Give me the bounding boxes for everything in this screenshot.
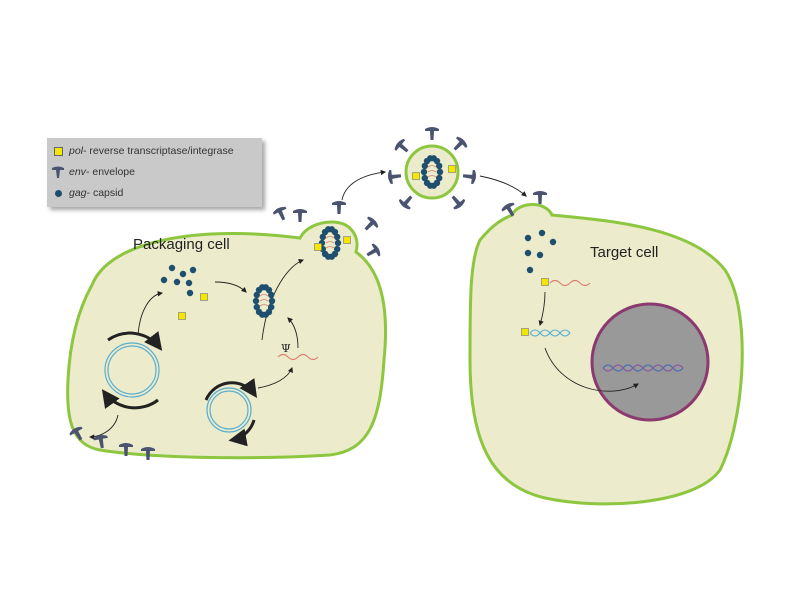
env-spike-icon — [52, 166, 64, 178]
env-spike-icon — [293, 209, 307, 222]
gag-capsid-icon — [526, 266, 534, 274]
pol-square-icon — [53, 146, 63, 156]
gag-dot-icon — [54, 189, 62, 197]
gag-capsid-icon — [436, 168, 444, 176]
gag-capsid-icon — [423, 179, 431, 187]
pol-square-icon — [448, 165, 456, 173]
env-spike-icon — [119, 443, 133, 456]
plasmid-2 — [204, 378, 258, 447]
env-spike-icon — [387, 169, 402, 185]
pol-square-icon — [521, 328, 529, 336]
env-spike-icon — [93, 434, 108, 449]
gag-capsid-icon — [321, 250, 329, 258]
legend-term: gag — [69, 187, 87, 199]
env-spike-icon — [364, 216, 379, 231]
pol-square-icon — [343, 236, 351, 244]
capsid-rna — [325, 236, 335, 239]
legend-desc: - envelope — [85, 166, 135, 178]
gag-capsid-icon — [173, 278, 181, 286]
legend-desc: - capsid — [86, 187, 124, 199]
env-spike-icon — [272, 206, 287, 221]
env-spike-icon — [451, 195, 466, 210]
env-spike-icon — [462, 169, 477, 185]
capsid-rna — [259, 294, 269, 297]
gag-capsid-icon — [334, 245, 341, 253]
target-cell-label: Target cell — [590, 244, 659, 261]
gag-capsid-icon — [334, 233, 341, 241]
gag-capsid-icon — [331, 228, 339, 236]
env-spike-icon — [366, 243, 381, 257]
capsid-rna — [427, 165, 437, 168]
target-rna — [549, 279, 591, 287]
legend-item-gag: gag - capsid — [47, 183, 123, 203]
legend: pol - reverse transcriptase/integrase en… — [47, 138, 262, 207]
gag-capsid-icon — [524, 249, 532, 257]
gag-capsid-icon — [185, 279, 193, 287]
gag-capsid-icon — [252, 297, 260, 305]
env-spike-icon — [453, 136, 468, 151]
process-arrows — [88, 169, 639, 440]
gag-capsid-icon — [268, 291, 275, 299]
nucleus — [590, 302, 710, 422]
gag-capsid-icon — [538, 229, 546, 237]
gag-capsid-icon — [255, 308, 263, 316]
packaging-cell-label: Packaging cell — [133, 236, 230, 253]
gag-capsid-icon — [268, 297, 276, 305]
capsid-rna — [259, 299, 269, 302]
gag-capsid-icon — [433, 157, 441, 165]
env-spike-icon — [141, 447, 155, 460]
gag-capsid-icon — [168, 264, 176, 272]
gag-capsid-icon — [549, 238, 557, 246]
gag-capsid-icon — [420, 168, 428, 176]
gag-capsid-icon — [536, 251, 544, 259]
env-spike-icon — [501, 202, 515, 217]
env-spike-icon — [425, 127, 439, 140]
pol-square-icon — [412, 172, 420, 180]
psi-rna — [277, 353, 319, 361]
gag-capsid-icon — [319, 233, 326, 241]
gag-capsid-icon — [334, 239, 342, 247]
gag-capsid-icon — [421, 162, 428, 170]
gag-capsid-icon — [265, 286, 273, 294]
env-spike-icon — [533, 191, 547, 204]
legend-desc: - reverse transcriptase/integrase — [83, 145, 234, 157]
pol-square-icon — [541, 278, 549, 286]
gag-capsid-icon — [186, 289, 194, 297]
env-spike-icon — [398, 195, 413, 210]
capsid-rna — [259, 304, 269, 307]
pol-square-icon — [178, 312, 186, 320]
gag-capsid-icon — [524, 234, 532, 242]
gag-capsid-icon — [436, 162, 443, 170]
psi-label: Ψ — [281, 342, 291, 355]
capsid-rna — [325, 246, 335, 249]
packaging-cell-membrane — [66, 220, 388, 460]
legend-item-pol: pol - reverse transcriptase/integrase — [47, 141, 234, 161]
plasmid-1 — [101, 331, 163, 410]
legend-term: env — [69, 166, 86, 178]
free-virion — [404, 144, 460, 200]
gag-capsid-icon — [253, 291, 260, 299]
env-spike-icon — [69, 426, 83, 441]
legend-term: pol — [69, 145, 84, 157]
pol-square-icon — [314, 243, 322, 251]
pol-square-icon — [200, 293, 208, 301]
gag-capsid-icon — [160, 276, 168, 284]
gag-capsid-icon — [421, 174, 428, 182]
legend-item-env: env - envelope — [47, 162, 135, 182]
env-spike-icon — [332, 201, 346, 214]
env-spike-icon — [394, 138, 409, 153]
gag-capsid-icon — [253, 303, 260, 311]
gag-capsid-icon — [189, 266, 197, 274]
capsid-rna — [427, 170, 437, 173]
capsid-rna — [427, 175, 437, 178]
gag-capsid-icon — [436, 174, 443, 182]
gag-capsid-icon — [268, 303, 275, 311]
gag-capsid-icon — [179, 270, 187, 278]
capsid-rna — [325, 241, 335, 244]
